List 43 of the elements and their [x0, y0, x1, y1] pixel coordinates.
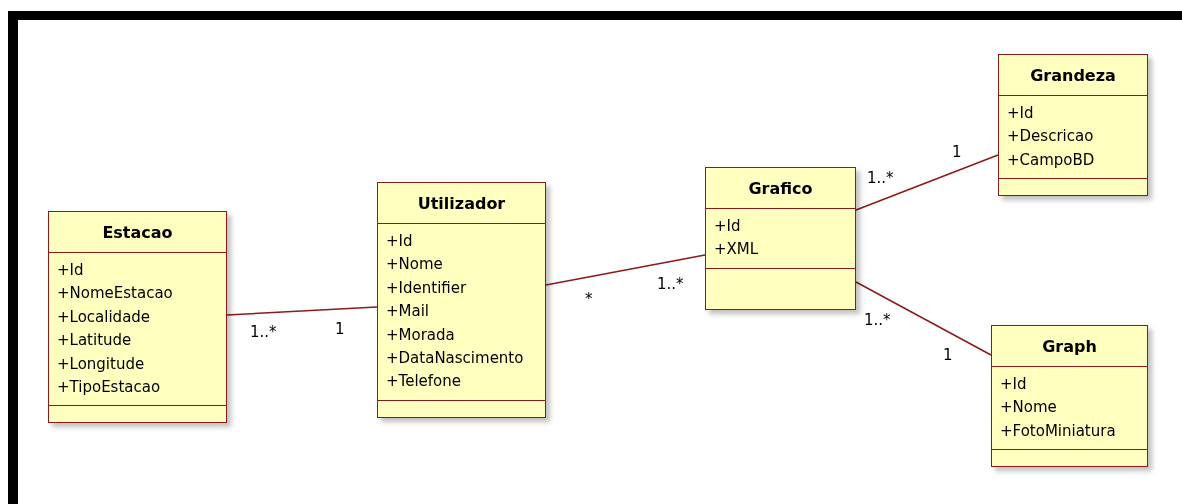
association-line [545, 254, 706, 286]
association-line [855, 154, 999, 211]
attribute: +Longitude [57, 353, 146, 375]
class-name: Utilizador [417, 193, 506, 213]
attribute: +Id [1000, 374, 1028, 395]
class-box [705, 167, 856, 310]
attribute: +Id [57, 260, 85, 281]
attribute: +Id [386, 231, 414, 252]
attribute: +Nome [386, 254, 444, 276]
attribute: +Id [1007, 103, 1035, 124]
class-box [377, 182, 546, 418]
association-line [855, 281, 992, 356]
multiplicity-label: * [585, 292, 593, 307]
class-box [991, 325, 1148, 467]
attribute: +DataNascimento [386, 348, 525, 370]
class-box [48, 211, 227, 423]
association-line [226, 306, 378, 316]
attribute: +Localidade [57, 306, 152, 328]
multiplicity-label: 1..* [864, 313, 891, 328]
attribute: +FotoMiniatura [1000, 420, 1117, 442]
attribute: +CampoBD [1007, 149, 1096, 171]
attribute: +TipoEstacao [57, 377, 162, 399]
class-name: Estacao [102, 222, 173, 242]
multiplicity-label: 1..* [867, 171, 894, 186]
multiplicity-label: 1..* [250, 325, 277, 340]
attribute: +Id [714, 216, 742, 237]
multiplicity-label: 1..* [657, 277, 684, 292]
class-name: Grandeza [1030, 65, 1116, 85]
attribute: +Morada [386, 324, 456, 346]
class-name: Grafico [748, 178, 813, 198]
multiplicity-label: 1 [952, 145, 962, 160]
attribute: +Nome [1000, 397, 1058, 419]
class-name: Graph [1042, 336, 1097, 356]
attribute: +Telefone [386, 371, 462, 393]
attribute: +Mail [386, 301, 431, 323]
class-box [998, 54, 1148, 196]
multiplicity-label: 1 [943, 348, 953, 363]
multiplicity-label: 1 [335, 322, 345, 337]
attribute: +Identifier [386, 277, 468, 299]
attribute: +Descricao [1007, 126, 1095, 148]
attribute: +Latitude [57, 330, 133, 352]
attribute: +NomeEstacao [57, 283, 174, 305]
attribute: +XML [714, 239, 760, 261]
